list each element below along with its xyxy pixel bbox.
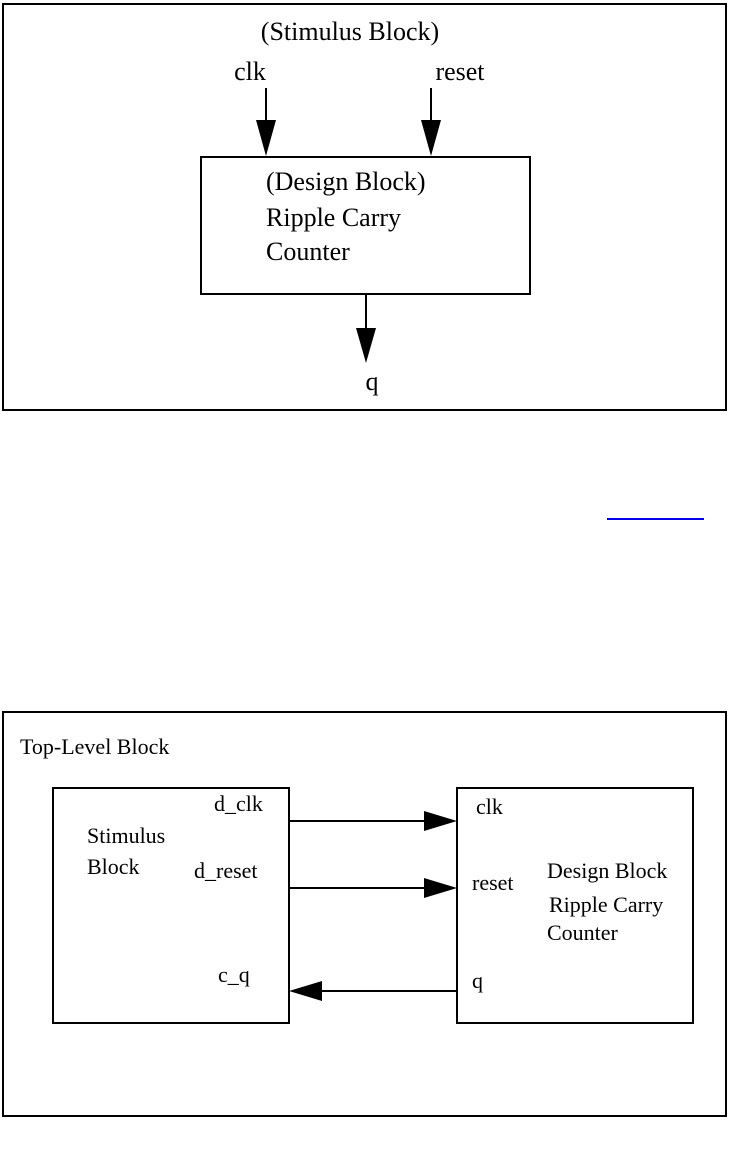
c-q-port-label: c_q [218,962,250,987]
stimulus-block-name-line1: Stimulus [87,823,165,848]
d-reset-port-label: d_reset [194,858,258,883]
design-block-label-line2: Ripple Carry [549,892,663,917]
stimulus-block-name-line2: Block [87,854,140,879]
stimulus-block-title: (Stimulus Block) [261,17,439,46]
clk-input-label: clk [234,57,266,86]
figure-2-top-level-block: Top-Level Block Stimulus Block d_clk d_r… [2,711,727,1117]
design-block-box [456,787,694,1024]
q-to-c-q-arrowhead [289,981,322,1001]
q-output-arrowhead [356,328,376,363]
stimulus-block-box [52,787,290,1024]
reset-input-arrowhead [421,120,441,156]
design-block-label-line3: Counter [547,920,619,945]
top-level-block-frame [2,711,727,1117]
reset-input-label: reset [435,57,485,86]
q-port-label: q [472,968,483,993]
reset-port-label: reset [472,870,514,895]
design-block-name-line1: Ripple Carry [266,203,401,232]
clk-port-label: clk [476,794,503,819]
d-clk-port-label: d_clk [214,791,263,816]
d-clk-to-clk-arrowhead [424,811,457,831]
stimulus-block-frame [2,3,727,411]
figure-1-stimulus-block: (Stimulus Block) clk reset (Design Block… [2,3,727,411]
top-level-block-label: Top-Level Block [20,734,169,759]
design-block-title: (Design Block) [266,167,426,196]
design-block-label-line1: Design Block [547,858,667,883]
clk-input-arrowhead [256,120,276,156]
design-block-name-line2: Counter [266,237,350,266]
d-reset-to-reset-arrowhead [424,878,457,898]
q-output-label: q [366,367,379,396]
